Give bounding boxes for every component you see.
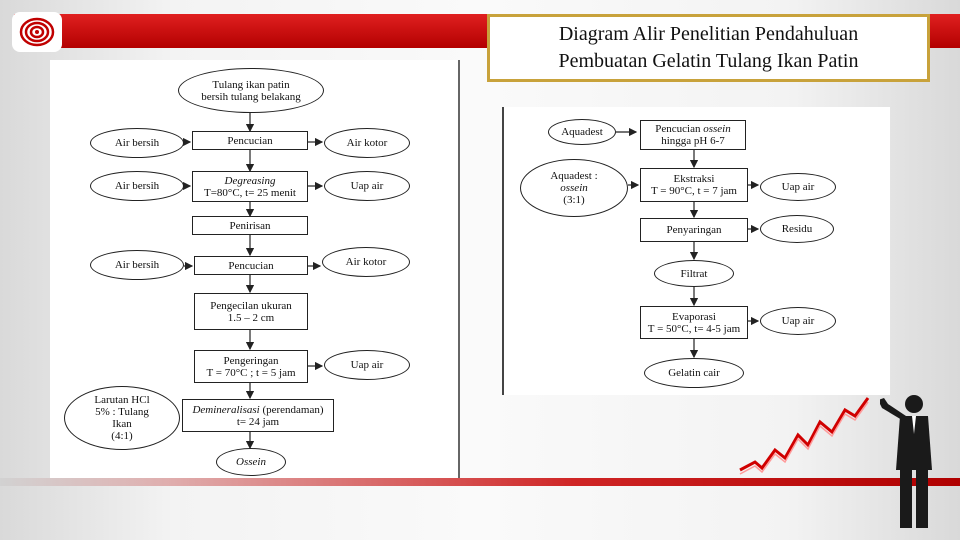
pengecilan-node: Pengecilan ukuran 1.5 – 2 cm (194, 293, 308, 330)
pencucian-2-label: Pencucian (228, 259, 274, 272)
pengeringan-label-2: T = 70°C ; t = 5 jam (206, 366, 296, 379)
air-bersih-3-node: Air bersih (90, 250, 184, 280)
residu-label: Residu (781, 223, 813, 235)
uap-air-r2-label: Uap air (781, 315, 815, 327)
start-label-2: bersih tulang belakang (201, 90, 301, 103)
aquadest-node: Aquadest (548, 119, 616, 145)
air-bersih-3-label: Air bersih (114, 259, 160, 271)
demineralisasi-node: Demineralisasi (perendaman) t= 24 jam (182, 399, 334, 432)
concentric-circles-logo-icon (12, 12, 62, 52)
left-flowchart: Tulang ikan patin bersih tulang belakang… (50, 60, 460, 478)
filtrat-node: Filtrat (654, 260, 734, 287)
left-arrows (182, 113, 324, 450)
penyaringan-label: Penyaringan (666, 224, 722, 236)
uap-air-1-label: Uap air (350, 180, 384, 192)
penirisan-label: Penirisan (229, 219, 271, 232)
aquadest-ossein-label-3: (3:1) (563, 194, 585, 206)
pencucian-ossein-node: Pencucian ossein hingga pH 6-7 (640, 120, 746, 150)
slide-title: Diagram Alir Penelitian Pendahuluan Pemb… (487, 14, 930, 82)
air-kotor-2-label: Air kotor (345, 256, 387, 268)
uap-air-r2-node: Uap air (760, 307, 836, 335)
air-bersih-2-node: Air bersih (90, 171, 184, 201)
evaporasi-label-2: T = 50°C, t= 4-5 jam (647, 322, 741, 335)
residu-node: Residu (760, 215, 834, 243)
pencucian-ossein-term: ossein (703, 123, 731, 135)
ekstraksi-label-2: T = 90°C, t = 7 jam (651, 185, 737, 197)
uap-air-2-node: Uap air (324, 350, 410, 380)
ekstraksi-label-1: Ekstraksi (673, 173, 715, 185)
bottom-accent-line (0, 478, 960, 486)
pencucian-1-node: Pencucian (192, 131, 308, 150)
ekstraksi-node: Ekstraksi T = 90°C, t = 7 jam (640, 168, 748, 202)
air-kotor-2-node: Air kotor (322, 247, 410, 277)
start-node: Tulang ikan patin bersih tulang belakang (178, 68, 324, 113)
uap-air-2-label: Uap air (350, 359, 384, 371)
pencucian-term: Pencucian (655, 123, 704, 135)
penyaringan-node: Penyaringan (640, 218, 748, 242)
pengeringan-label-1: Pengeringan (223, 354, 279, 367)
air-bersih-1-label: Air bersih (114, 137, 160, 149)
air-bersih-2-label: Air bersih (114, 180, 160, 192)
aquadest-label: Aquadest (561, 126, 603, 138)
larutan-label-3: Ikan (112, 418, 132, 430)
aquadest-ossein-label-1: Aquadest : (550, 170, 598, 182)
penirisan-node: Penirisan (192, 216, 308, 235)
evaporasi-label-1: Evaporasi (672, 310, 716, 323)
pencucian-ossein-label-1: Pencucian ossein (655, 123, 730, 135)
degreasing-label-2: T=80°C, t= 25 menit (204, 186, 296, 199)
air-kotor-1-label: Air kotor (346, 137, 388, 149)
pengeringan-node: Pengeringan T = 70°C ; t = 5 jam (194, 350, 308, 383)
larutan-label-2: 5% : Tulang (95, 406, 149, 418)
title-line-1: Diagram Alir Penelitian Pendahuluan (558, 23, 859, 45)
gelatin-cair-node: Gelatin cair (644, 358, 744, 388)
gelatin-cair-label: Gelatin cair (668, 367, 720, 379)
uap-air-r1-node: Uap air (760, 173, 836, 201)
start-label-1: Tulang ikan patin (212, 78, 290, 91)
ossein-node: Ossein (216, 448, 286, 476)
demineralisasi-note: (perendaman) (259, 403, 324, 416)
larutan-label-1: Larutan HCl (94, 394, 150, 406)
right-arrows (616, 127, 760, 359)
pengecilan-label-2: 1.5 – 2 cm (227, 311, 275, 324)
demineralisasi-label-2: t= 24 jam (236, 415, 280, 428)
right-flowchart: Aquadest Pencucian ossein hingga pH 6-7 … (502, 107, 890, 395)
title-line-2: Pembuatan Gelatin Tulang Ikan Patin (558, 50, 859, 72)
larutan-hcl-node: Larutan HCl 5% : Tulang Ikan (4:1) (64, 386, 180, 450)
pencucian-ossein-label-2: hingga pH 6-7 (661, 135, 725, 147)
businessman-pointing-icon (880, 395, 932, 528)
air-bersih-1-node: Air bersih (90, 128, 184, 158)
larutan-label-4: (4:1) (111, 430, 133, 442)
demineralisasi-label-1: Demineralisasi (perendaman) (192, 404, 323, 416)
ossein-label: Ossein (236, 456, 266, 468)
pengecilan-label-1: Pengecilan ukuran (210, 299, 292, 312)
pencucian-2-node: Pencucian (194, 256, 308, 275)
degreasing-node: Degreasing T=80°C, t= 25 menit (192, 171, 308, 202)
filtrat-label: Filtrat (680, 267, 708, 280)
aquadest-ossein-node: Aquadest : ossein (3:1) (520, 159, 628, 217)
uap-air-1-node: Uap air (324, 171, 410, 201)
degreasing-label-1: Degreasing (224, 174, 276, 187)
aquadest-ossein-label-2: ossein (560, 182, 588, 194)
rising-trend-line-icon (739, 397, 870, 475)
demineralisasi-term: Demineralisasi (192, 403, 260, 416)
evaporasi-node: Evaporasi T = 50°C, t= 4-5 jam (640, 306, 748, 339)
pencucian-1-label: Pencucian (227, 134, 273, 147)
uap-air-r1-label: Uap air (781, 181, 815, 193)
air-kotor-1-node: Air kotor (324, 128, 410, 158)
